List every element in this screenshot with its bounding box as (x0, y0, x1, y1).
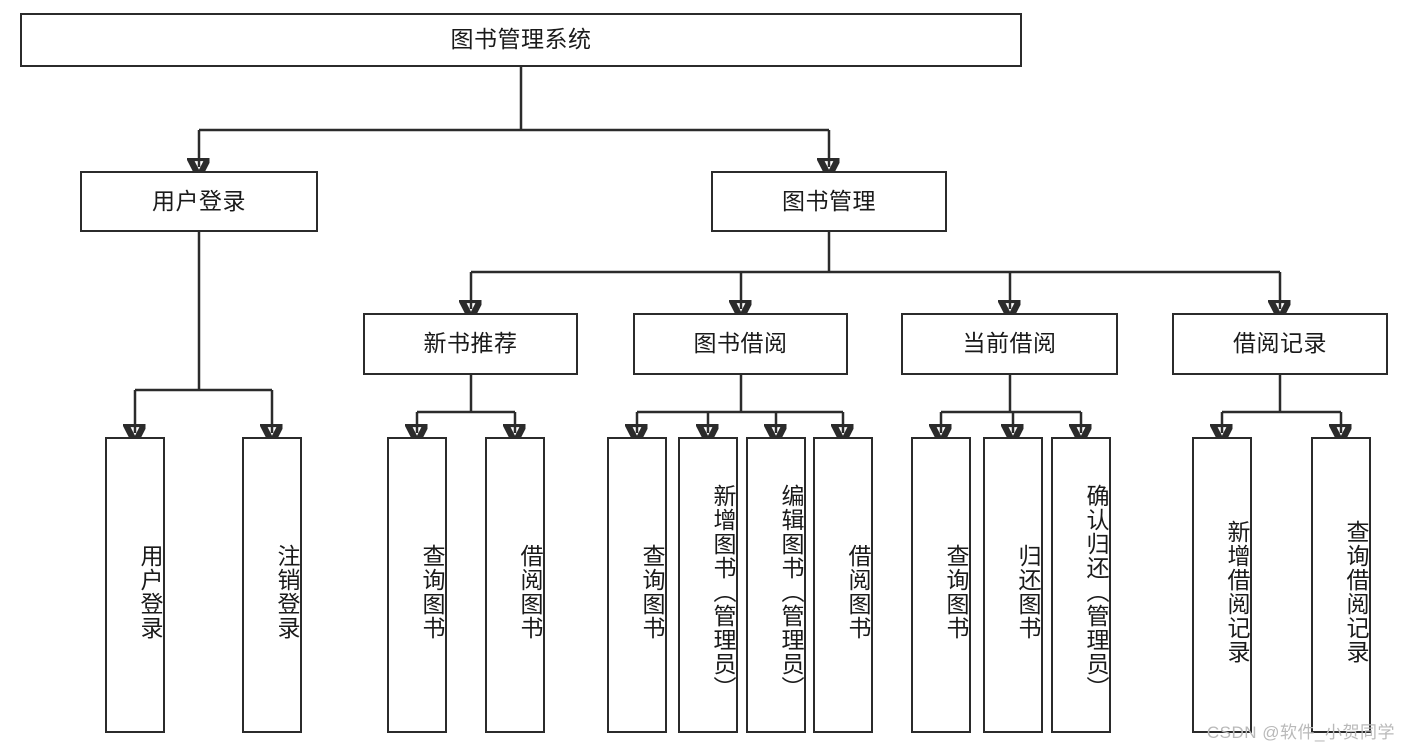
node-bookmgmt[interactable]: 图书管理 (711, 171, 947, 232)
node-leaf-13[interactable]: 查询借阅记录 (1311, 437, 1371, 733)
node-label: 查询图书 (943, 544, 969, 640)
node-label: 借阅记录 (1233, 330, 1327, 357)
node-label: 注销登录 (274, 544, 300, 640)
node-label: 当前借阅 (962, 330, 1057, 357)
node-label: 编辑图书（管理员） (778, 484, 804, 700)
node-leaf-2[interactable]: 注销登录 (242, 437, 302, 733)
node-label: 新增借阅记录 (1224, 520, 1250, 664)
node-label: 查询借阅记录 (1343, 520, 1369, 664)
node-label: 借阅图书 (517, 544, 543, 640)
node-label: 图书借阅 (693, 330, 788, 357)
node-login[interactable]: 用户登录 (80, 171, 318, 232)
node-label: 新增图书（管理员） (710, 484, 736, 700)
watermark-label: CSDN @软件_小贺同学 (1206, 723, 1395, 742)
node-label: 借阅图书 (845, 544, 871, 640)
node-current[interactable]: 当前借阅 (901, 313, 1118, 375)
node-leaf-11[interactable]: 确认归还（管理员） (1051, 437, 1111, 733)
node-leaf-7[interactable]: 编辑图书（管理员） (746, 437, 806, 733)
node-leaf-9[interactable]: 查询图书 (911, 437, 971, 733)
node-leaf-10[interactable]: 归还图书 (983, 437, 1043, 733)
node-leaf-12[interactable]: 新增借阅记录 (1192, 437, 1252, 733)
node-label: 查询图书 (419, 544, 445, 640)
node-leaf-6[interactable]: 新增图书（管理员） (678, 437, 738, 733)
node-label: 用户登录 (137, 544, 163, 640)
node-borrow[interactable]: 图书借阅 (633, 313, 848, 375)
node-newbooks[interactable]: 新书推荐 (363, 313, 578, 375)
node-leaf-1[interactable]: 用户登录 (105, 437, 165, 733)
node-label: 确认归还（管理员） (1083, 484, 1109, 700)
node-label: 图书管理系统 (450, 26, 592, 53)
node-label: 图书管理 (782, 187, 876, 214)
node-label: 用户登录 (152, 187, 246, 214)
node-leaf-4[interactable]: 借阅图书 (485, 437, 545, 733)
node-leaf-5[interactable]: 查询图书 (607, 437, 667, 733)
node-root[interactable]: 图书管理系统 (20, 13, 1022, 67)
node-label: 归还图书 (1015, 544, 1041, 640)
node-leaf-3[interactable]: 查询图书 (387, 437, 447, 733)
node-label: 新书推荐 (423, 330, 518, 357)
node-label: 查询图书 (639, 544, 665, 640)
node-records[interactable]: 借阅记录 (1172, 313, 1388, 375)
node-leaf-8[interactable]: 借阅图书 (813, 437, 873, 733)
